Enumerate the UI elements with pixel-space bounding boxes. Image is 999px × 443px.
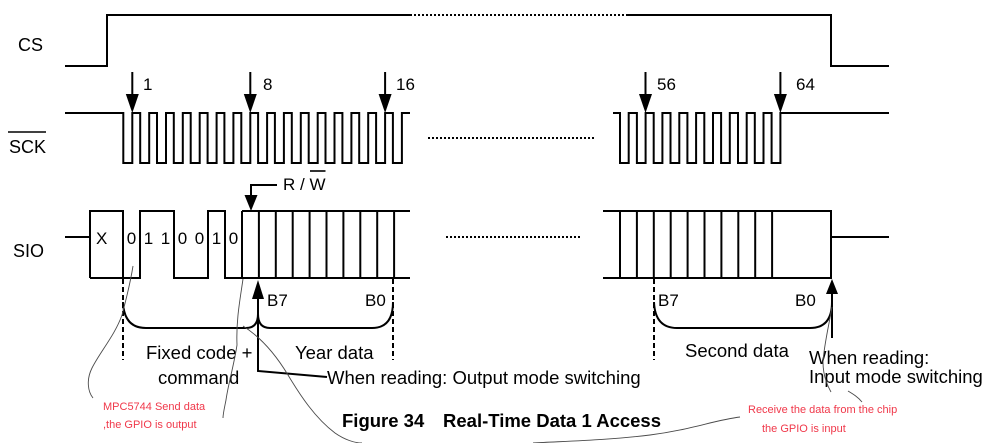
cs-waveform — [65, 14, 889, 67]
cs-waveform-end — [627, 14, 889, 67]
command-bit-labels: 0 1 1 0 0 1 0 — [127, 229, 238, 248]
clock-marker-arrow — [773, 72, 787, 113]
second-lsb-label: B0 — [795, 291, 816, 310]
segment-label-fixed-code: Fixed code + — [146, 342, 252, 363]
figure-title: Real-Time Data 1 Access — [443, 410, 661, 431]
rw-read-label: R — [283, 175, 295, 194]
segment-label-year: Year data — [295, 342, 374, 363]
output-switch-marker — [252, 280, 328, 378]
segment-label-second: Second data — [685, 340, 790, 361]
down-arrow-icon — [773, 94, 787, 113]
pen-stroke — [532, 416, 741, 443]
second-msb-label: B7 — [658, 291, 679, 310]
signal-label-sck: SCK — [9, 137, 46, 157]
rw-write-label: W — [310, 175, 326, 194]
bracket-fixed-code — [122, 301, 259, 329]
rw-callout: R / W — [244, 170, 326, 211]
signal-label-cs: CS — [18, 35, 43, 55]
sck-waveform-start — [65, 112, 410, 164]
pen-stroke — [822, 306, 833, 393]
clock-edge-markers — [125, 72, 787, 113]
sio-command-bits-waveform — [90, 210, 243, 279]
note-output-mode-switching: When reading: Output mode switching — [327, 367, 641, 388]
rw-callout-line — [250, 184, 277, 197]
down-arrow-icon — [378, 94, 392, 113]
command-bit: 1 — [212, 229, 221, 248]
up-arrow-icon — [826, 279, 838, 294]
command-bit: 1 — [161, 229, 170, 248]
pen-stroke — [87, 265, 134, 399]
pen-stroke — [242, 325, 363, 443]
clock-marker-label: 64 — [796, 75, 815, 94]
segment-boundaries — [122, 279, 655, 360]
annotation-send-line-2: ,the GPIO is output — [103, 419, 197, 431]
down-arrow-icon — [243, 94, 257, 113]
clock-marker-arrow — [243, 72, 257, 113]
annotation-pen-strokes — [87, 265, 863, 443]
year-lsb-label: B0 — [365, 291, 386, 310]
year-msb-label: B7 — [267, 291, 288, 310]
sio-waveform — [65, 210, 889, 279]
output-switch-leader-line — [257, 298, 328, 378]
down-arrow-icon — [125, 94, 139, 113]
annotation-receive-line-1: Receive the data from the chip — [748, 404, 897, 416]
clock-marker-arrow — [639, 72, 652, 113]
sio-data-bus-end — [603, 210, 832, 279]
clock-marker-arrow — [125, 72, 139, 113]
bracket-second-data — [653, 301, 833, 329]
note-input-switch-line-1: When reading: — [809, 347, 929, 368]
command-bit: 0 — [229, 229, 238, 248]
clock-marker-label: 8 — [263, 75, 272, 94]
cs-waveform-start — [65, 14, 410, 67]
annotation-receive-line-2: the GPIO is input — [762, 423, 846, 435]
note-input-switch-line-2: Input mode switching — [809, 366, 983, 387]
signal-label-sio: SIO — [13, 241, 44, 261]
sio-dont-care-box — [89, 210, 124, 278]
sck-waveform-end — [613, 112, 889, 164]
clock-marker-label: 16 — [396, 75, 415, 94]
command-bit: 0 — [127, 229, 136, 248]
sck-waveform — [65, 112, 889, 164]
segment-label-command: command — [158, 367, 239, 388]
rw-separator: / — [300, 175, 305, 194]
clock-marker-label: 56 — [657, 75, 676, 94]
down-arrow-icon — [244, 195, 258, 211]
pen-stroke — [847, 390, 863, 403]
clock-marker-label: 1 — [143, 75, 152, 94]
command-bit: 1 — [144, 229, 153, 248]
down-arrow-icon — [639, 94, 652, 113]
up-arrow-icon — [252, 280, 264, 299]
sio-bit-dividers — [619, 211, 774, 278]
clock-marker-arrow — [378, 72, 392, 113]
sio-bit-dividers — [257, 211, 396, 278]
sio-dont-care-label: X — [96, 229, 107, 248]
command-bit: 0 — [178, 229, 187, 248]
command-bit: 0 — [195, 229, 204, 248]
input-switch-marker — [826, 279, 838, 338]
annotation-send-line-1: MPC5744 Send data — [103, 401, 206, 413]
bracket-year-data — [257, 301, 394, 329]
figure-number: Figure 34 — [342, 410, 425, 431]
pen-stroke — [222, 278, 244, 419]
